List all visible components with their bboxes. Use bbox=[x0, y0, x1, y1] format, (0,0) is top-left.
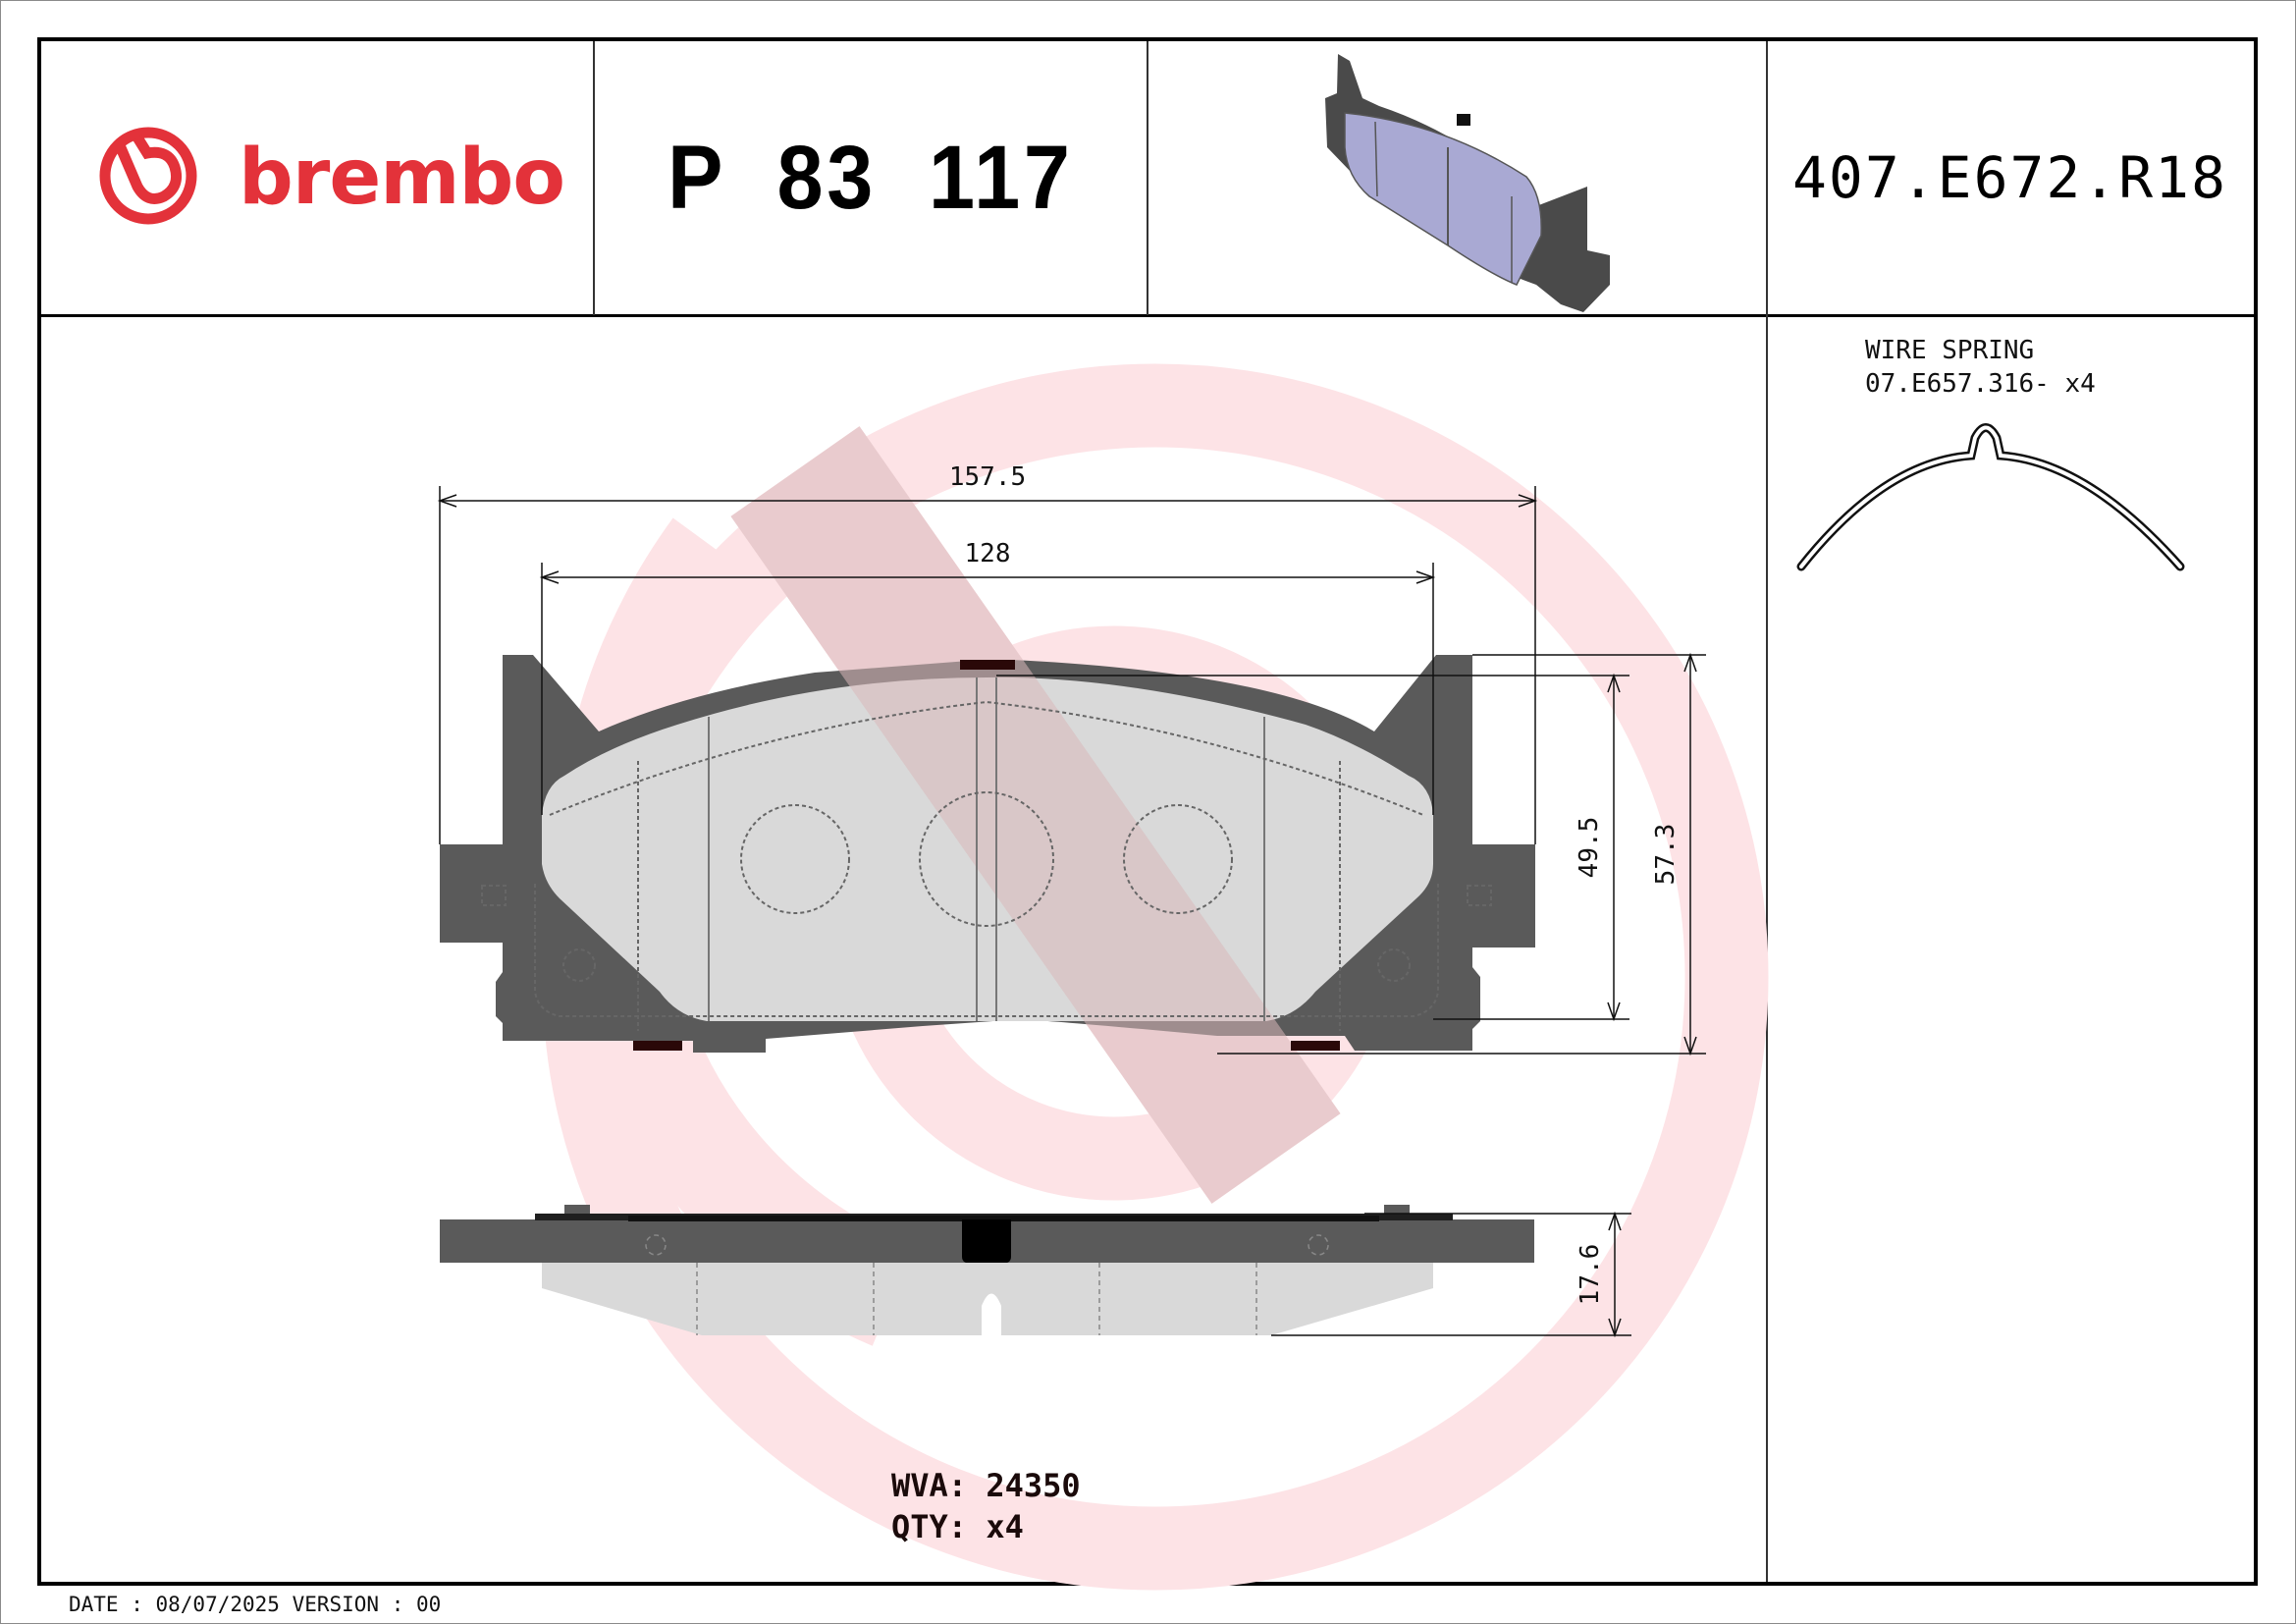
dim-thickness: 17.6 bbox=[1575, 1244, 1605, 1306]
reference-code-cell: 407.E672.R18 bbox=[1768, 41, 2252, 314]
wva-number: WVA: 24350 bbox=[891, 1467, 1081, 1504]
col-divider-3 bbox=[1766, 41, 1768, 1582]
wva-qty-block: WVA: 24350 QTY: x4 bbox=[891, 1465, 1081, 1547]
col-divider-2 bbox=[1147, 41, 1148, 315]
quantity: QTY: x4 bbox=[891, 1508, 1024, 1545]
date-version: DATE : 08/07/2025 VERSION : 00 bbox=[69, 1593, 442, 1616]
wire-spring-label: WIRE SPRING 07.E657.316- x4 bbox=[1865, 334, 2096, 401]
accessory-code-qty: 07.E657.316- x4 bbox=[1865, 369, 2096, 399]
reference-code: 407.E672.R18 bbox=[1791, 144, 2228, 211]
part-number-cell: P 83 117 bbox=[595, 41, 1147, 314]
dimension-lines bbox=[437, 486, 1706, 1338]
pad-3d-render-icon bbox=[1325, 54, 1610, 312]
brand-cell: brembo bbox=[41, 41, 593, 314]
part-number: P 83 117 bbox=[667, 127, 1074, 228]
dim-overall-height: 57.3 bbox=[1651, 824, 1681, 886]
wire-spring-icon bbox=[1796, 423, 2185, 571]
col-divider-1 bbox=[593, 41, 595, 315]
dim-pad-height: 49.5 bbox=[1575, 817, 1604, 879]
pad-front-view bbox=[440, 426, 1535, 1204]
accessory-name: WIRE SPRING bbox=[1865, 336, 2035, 365]
pad-side-view bbox=[440, 1205, 1534, 1335]
header-divider bbox=[41, 314, 2254, 317]
brand-wordmark: brembo bbox=[239, 134, 565, 222]
brembo-logo-icon bbox=[99, 127, 197, 225]
brand-logo: brembo bbox=[239, 134, 565, 222]
dim-overall-width: 157.5 bbox=[949, 462, 1026, 492]
dim-pad-width: 128 bbox=[965, 539, 1011, 568]
